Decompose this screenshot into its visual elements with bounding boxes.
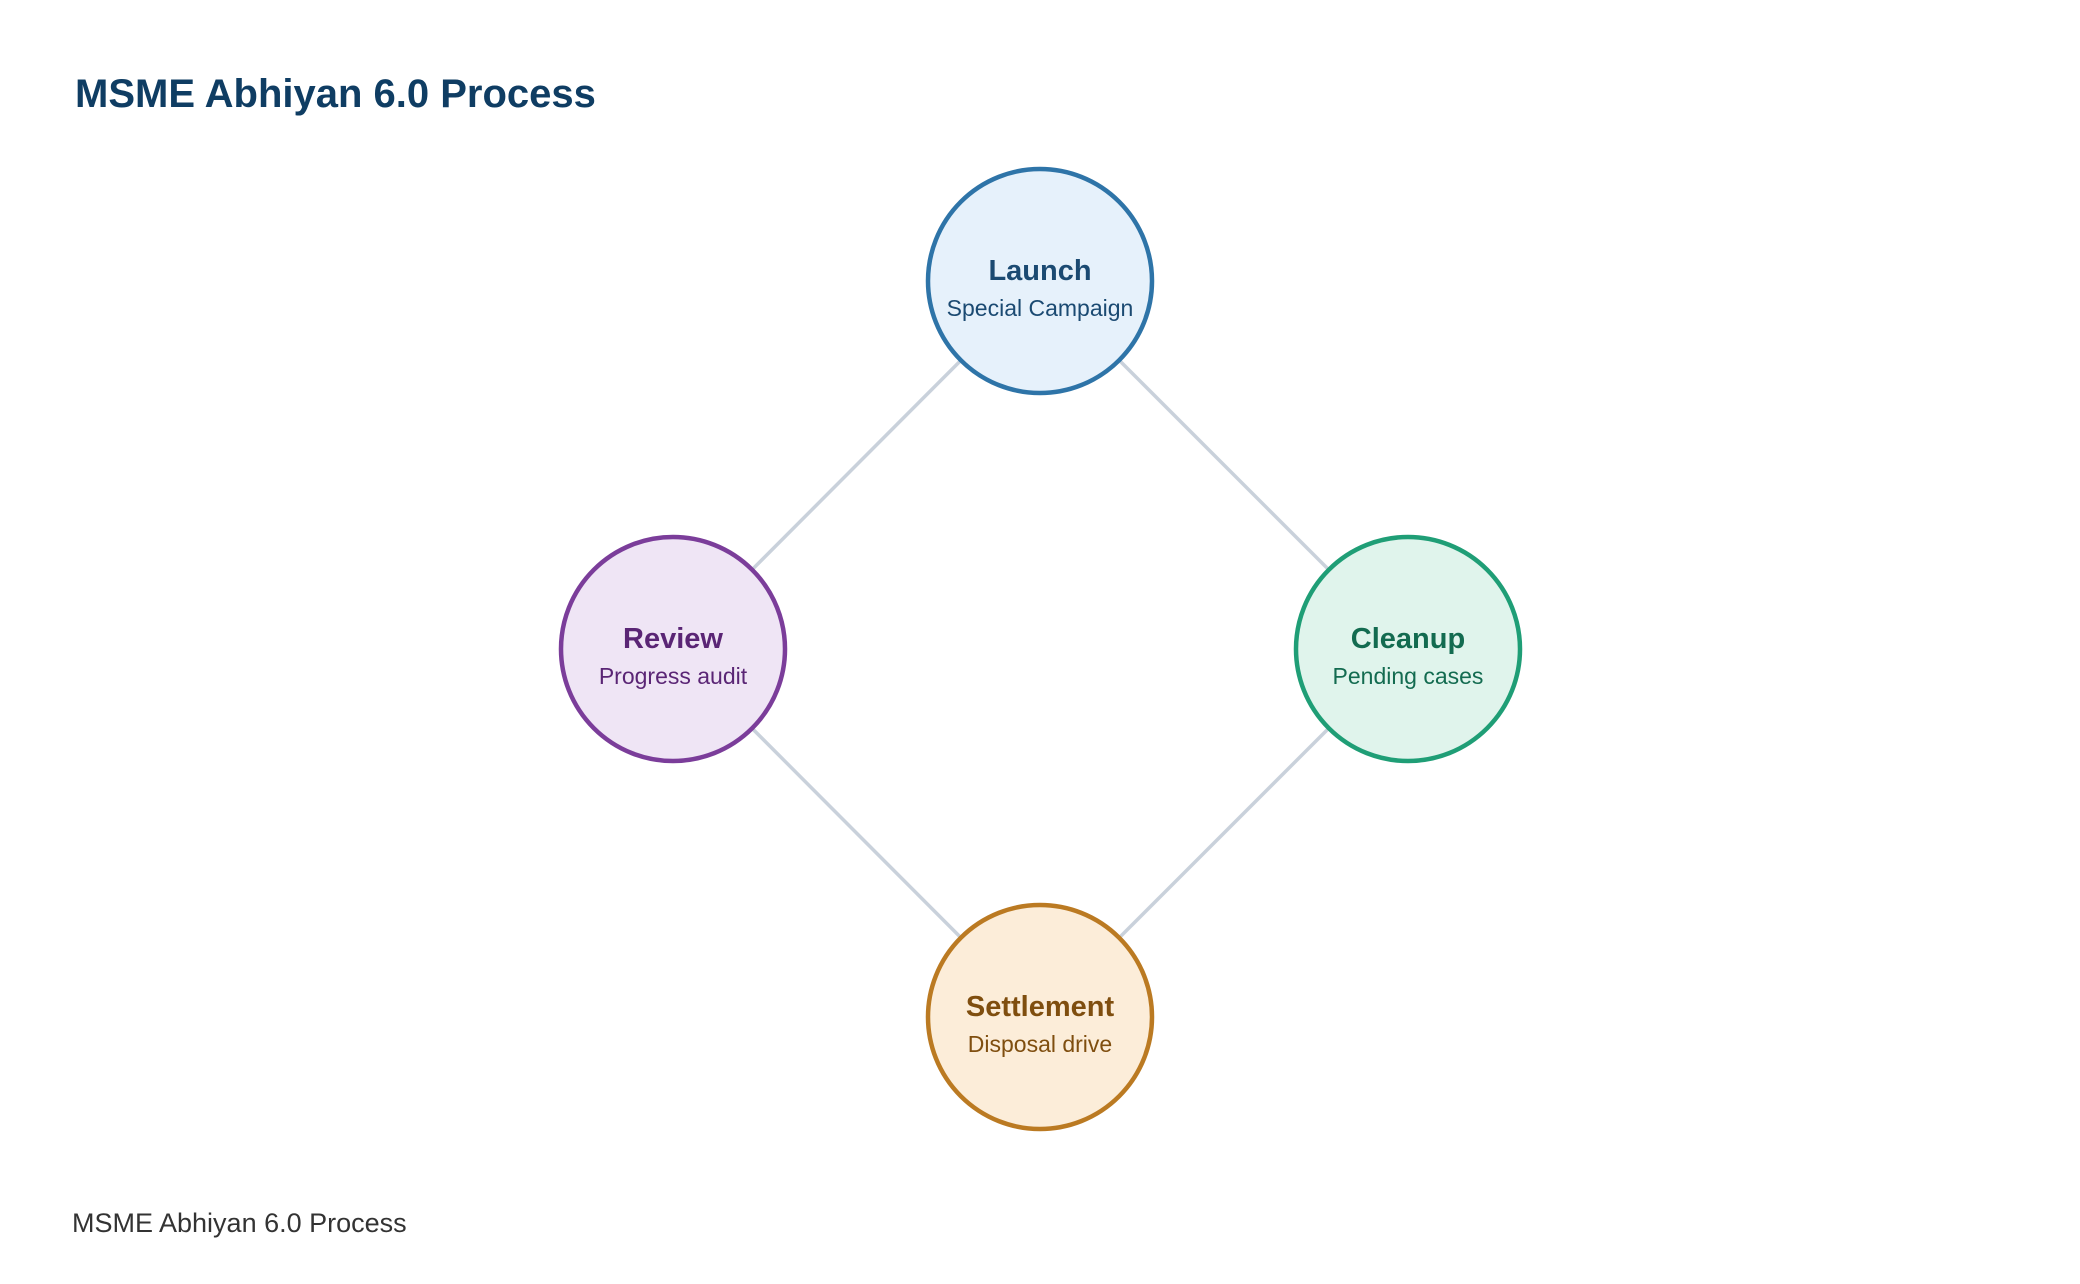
node-circle-review	[558, 534, 788, 764]
edge-launch-cleanup	[1119, 360, 1329, 570]
node-subtitle-review: Progress audit	[599, 663, 748, 689]
node-subtitle-launch: Special Campaign	[947, 295, 1134, 321]
node-title-review: Review	[623, 623, 723, 655]
edges-layer	[752, 360, 1329, 938]
page-title: MSME Abhiyan 6.0 Process	[75, 72, 596, 116]
node-circle-settlement	[925, 902, 1155, 1132]
node-title-cleanup: Cleanup	[1351, 623, 1465, 655]
node-circle-launch	[925, 166, 1155, 396]
node-title-settlement: Settlement	[966, 991, 1115, 1023]
node-subtitle-cleanup: Pending cases	[1333, 663, 1484, 689]
edge-cleanup-settlement	[1119, 728, 1329, 938]
node-subtitle-settlement: Disposal drive	[968, 1031, 1112, 1057]
edge-settlement-review	[752, 728, 961, 938]
footer-caption: MSME Abhiyan 6.0 Process	[72, 1208, 407, 1238]
edge-review-launch	[752, 360, 961, 570]
node-circle-cleanup	[1293, 534, 1523, 764]
node-title-launch: Launch	[988, 255, 1091, 287]
